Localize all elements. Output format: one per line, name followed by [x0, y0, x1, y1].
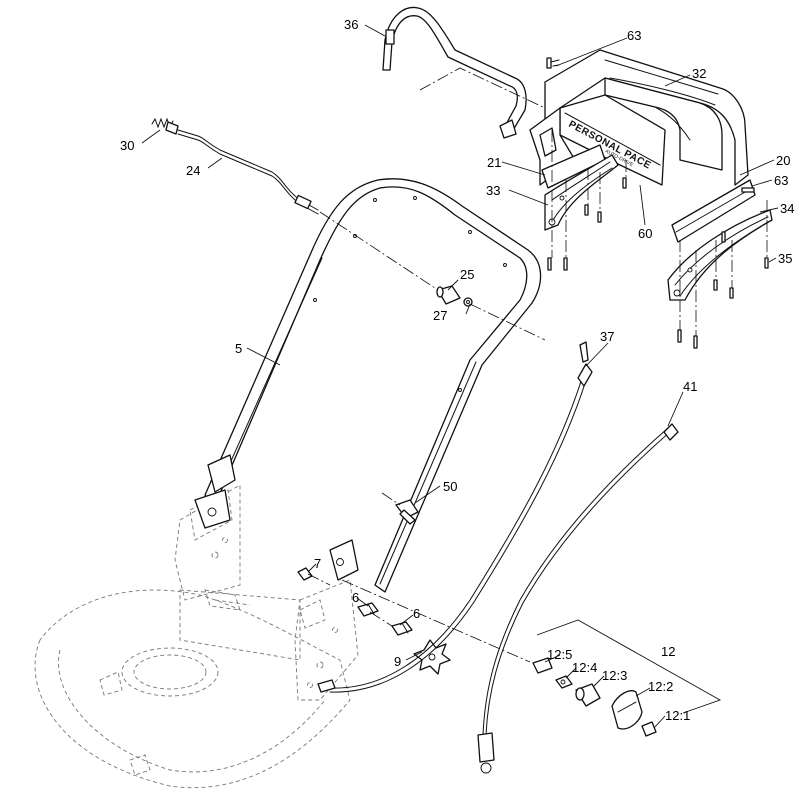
pivot-pin-part-6a — [357, 602, 379, 617]
callout-12: 12 — [661, 644, 675, 659]
callout-12-2: 12:2 — [648, 679, 673, 694]
callout-33: 33 — [486, 183, 500, 198]
right-handle-bracket-ghost — [294, 579, 359, 701]
callout-25: 25 — [460, 267, 474, 282]
assembly-center-lines — [307, 67, 768, 663]
control-rod-part-24 — [177, 129, 319, 215]
drive-cable-part-37 — [317, 341, 593, 693]
handle-tube-part-5 — [194, 178, 542, 593]
callout-36: 36 — [344, 17, 358, 32]
callout-5: 5 — [235, 341, 242, 356]
callout-12-5: 12:5 — [547, 647, 572, 662]
bail-lever-part-36 — [382, 6, 527, 139]
lever-assembly-part-12 — [532, 619, 722, 737]
callout-12-1: 12:1 — [665, 708, 690, 723]
callout-24: 24 — [186, 163, 200, 178]
pivot-pin-part-6b — [391, 621, 413, 636]
callout-41: 41 — [683, 379, 697, 394]
screws — [546, 57, 769, 349]
callout-32: 32 — [692, 66, 706, 81]
spacer-part-25 — [436, 285, 461, 305]
callout-35: 35 — [778, 251, 792, 266]
leader-lines — [141, 24, 779, 729]
callout-12-3: 12:3 — [602, 668, 627, 683]
right-guide-part-20 — [671, 179, 756, 243]
callout-21: 21 — [487, 155, 501, 170]
clip-part-50 — [381, 492, 419, 525]
brake-cable-part-41 — [477, 423, 679, 774]
callout-12-4: 12:4 — [572, 660, 597, 675]
callout-9: 9 — [394, 654, 401, 669]
callout-20: 20 — [776, 153, 790, 168]
right-guide-rail-part-34 — [667, 209, 773, 301]
callout-63-right: 63 — [774, 173, 788, 188]
callout-63-top: 63 — [627, 28, 641, 43]
callout-34: 34 — [780, 201, 794, 216]
callout-6-left: 6 — [352, 590, 359, 605]
callout-6-right: 6 — [413, 606, 420, 621]
mower-deck-ghost — [34, 589, 351, 789]
callout-labels: 36 63 32 30 24 21 33 60 20 63 34 35 25 2… — [120, 17, 794, 723]
callout-50: 50 — [443, 479, 457, 494]
callout-37: 37 — [600, 329, 614, 344]
spring-part-30 — [151, 117, 179, 135]
callout-7: 7 — [314, 556, 321, 571]
callout-27: 27 — [433, 308, 447, 323]
callout-60: 60 — [638, 226, 652, 241]
callout-30: 30 — [120, 138, 134, 153]
